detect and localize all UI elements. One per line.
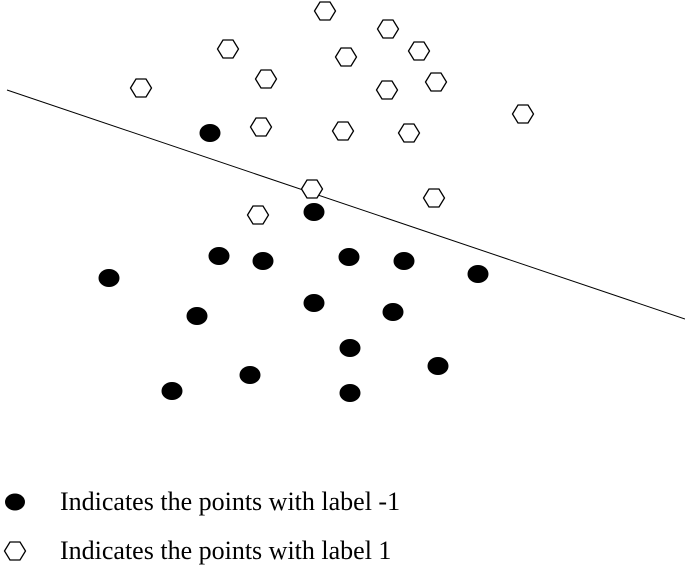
point-label-1 [375,80,399,100]
point-label-neg1 [339,339,361,357]
point-label-1 [254,69,278,89]
legend-label-1: Indicates the points with label 1 [60,536,392,565]
filled-ellipse-icon [5,493,25,511]
point-label-neg1 [382,303,404,321]
point-label-neg1 [98,269,120,287]
scatter-plot-canvas [6,1,685,402]
point-label-neg1 [161,382,183,400]
point-label-1 [376,19,400,39]
point-label-neg1 [303,203,325,221]
point-label-1 [313,1,337,21]
point-label-neg1 [252,252,274,270]
hollow-hexagon-icon [3,541,27,561]
point-label-neg1 [393,252,415,270]
point-label-1 [246,205,270,225]
point-label-neg1 [208,247,230,265]
legend-label-neg1: Indicates the points with label -1 [60,487,401,516]
point-label-neg1 [339,384,361,402]
point-label-neg1 [338,248,360,266]
point-label-neg1 [467,265,489,283]
point-label-1 [407,41,431,61]
point-label-neg1 [199,124,221,142]
decision-boundary-line [6,89,685,320]
point-label-1 [331,121,355,141]
point-label-1 [300,179,324,199]
point-label-1 [424,72,448,92]
point-label-1 [216,39,240,59]
point-label-neg1 [186,307,208,325]
point-label-neg1 [427,357,449,375]
point-label-1 [249,117,273,137]
point-label-neg1 [239,366,261,384]
point-label-neg1 [303,294,325,312]
point-label-1 [511,104,535,124]
point-label-1 [334,47,358,67]
point-label-1 [422,188,446,208]
point-label-1 [129,78,153,98]
point-label-1 [397,123,421,143]
